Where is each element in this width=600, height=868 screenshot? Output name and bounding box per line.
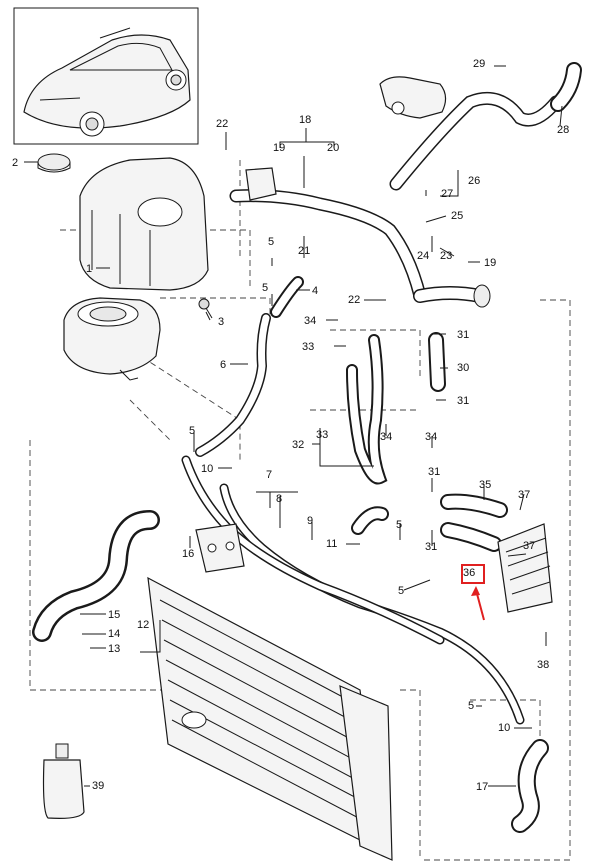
thermostat-housing [379,76,447,119]
callout-34c: 34 [425,431,438,443]
callout-2: 2 [12,157,19,169]
reservoir-housing [63,297,161,381]
coolant-bottle [42,743,85,819]
callout-23: 23 [440,250,453,262]
callout-1: 1 [86,263,93,275]
callout-17: 17 [476,781,489,793]
callout-18: 18 [299,114,312,126]
hose-26 [389,92,563,191]
callout-14: 14 [108,628,121,640]
coolant-pipe-18 [229,167,427,303]
callout-5f: 5 [468,700,475,712]
callout-36-highlighted: 36 [463,567,476,579]
callout-5: 5 [268,236,275,248]
pipe-7 [181,455,525,725]
callout-37b: 37 [523,540,536,552]
callout-19b: 19 [484,257,497,269]
callout-31c: 31 [428,466,441,478]
callout-25: 25 [451,210,464,222]
expansion-tank [79,157,209,291]
callout-32: 32 [292,439,305,451]
callout-29: 29 [473,58,486,70]
callout-34: 34 [304,315,317,327]
leader-lines [24,65,563,787]
callout-22b: 22 [348,294,361,306]
oil-cooler [497,523,553,613]
callout-5b: 5 [262,282,269,294]
callout-8: 8 [276,493,283,505]
hose-35 [440,493,508,552]
callout-34b: 34 [380,431,393,443]
callout-15: 15 [108,609,121,621]
callout-3: 3 [218,316,225,328]
callout-7: 7 [266,469,273,481]
callout-28: 28 [557,124,570,136]
vehicle-thumbnail [13,7,199,145]
callout-10: 10 [201,463,214,475]
radiator [147,576,393,861]
callout-20: 20 [327,142,340,154]
callout-35: 35 [479,479,492,491]
callout-37: 37 [518,489,531,501]
callout-21: 21 [298,245,311,257]
filler-cap [37,153,71,173]
bracket-16 [195,523,245,573]
callout-33: 33 [302,341,315,353]
bolt-3 [198,298,213,319]
outlet-pipe-19 [413,284,491,308]
callout-11: 11 [326,538,338,550]
hose-4 [270,276,304,318]
callout-22: 22 [216,118,229,130]
callout-38: 38 [537,659,550,671]
callout-5e: 5 [398,585,405,597]
callout-19: 19 [273,142,286,154]
callout-27: 27 [441,188,454,200]
callout-13: 13 [108,643,121,655]
callout-16: 16 [182,548,195,560]
callout-31: 31 [457,329,470,341]
callout-9: 9 [307,515,314,527]
callout-10b: 10 [498,722,511,734]
callout-31d: 31 [425,541,438,553]
callout-6: 6 [220,359,227,371]
callout-24: 24 [417,250,430,262]
callout-12: 12 [137,619,150,631]
hose-28 [550,62,582,112]
hose-11 [351,506,389,535]
highlight-arrow [471,586,485,621]
hose-32 [346,334,388,485]
hose-17 [511,739,549,833]
hose-12 [32,510,160,642]
callout-5d: 5 [396,519,403,531]
highlight-box [461,564,485,584]
callout-4: 4 [312,285,319,297]
callout-5c: 5 [189,425,196,437]
hose-30 [428,332,446,392]
callout-39: 39 [92,780,105,792]
callout-30: 30 [457,362,470,374]
callout-31b: 31 [457,395,470,407]
callout-33b: 33 [316,429,329,441]
callout-26: 26 [468,175,481,187]
hose-6 [195,313,271,457]
